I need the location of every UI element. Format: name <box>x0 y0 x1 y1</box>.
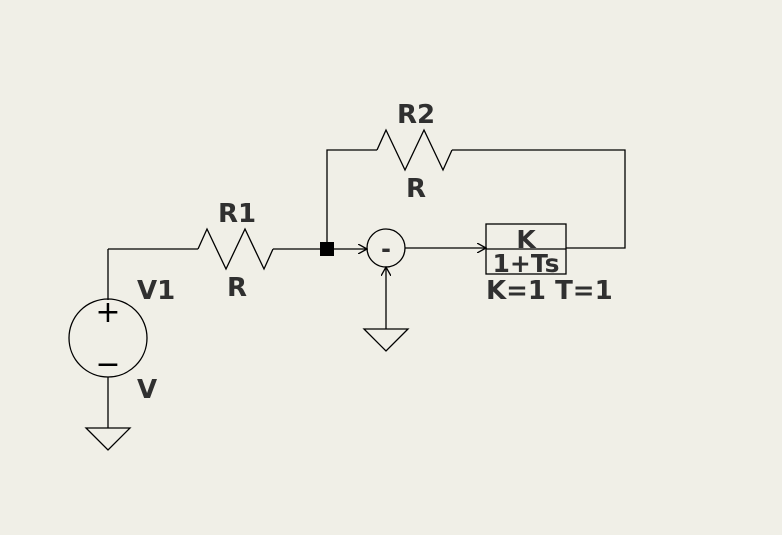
summer-minus-symbol: - <box>381 235 391 263</box>
v1-minus-symbol: − <box>95 347 120 382</box>
label-r1-value: R <box>227 273 247 303</box>
ground-symbol-v1 <box>84 427 132 451</box>
transfer-function-block[interactable]: K 1+Ts <box>485 223 567 278</box>
resistor-r1[interactable] <box>197 227 274 271</box>
v1-plus-symbol: + <box>95 295 120 330</box>
transfer-denominator: 1+Ts <box>493 249 560 278</box>
transfer-numerator: K <box>516 225 537 254</box>
label-r1-name: R1 <box>218 199 256 229</box>
label-r2-value: R <box>406 174 426 204</box>
wire-feedback-right <box>452 149 626 249</box>
resistor-r2[interactable] <box>376 128 453 172</box>
label-v1-name: V1 <box>137 276 175 306</box>
label-block-params: K=1 T=1 <box>486 276 613 306</box>
ground-symbol-summer <box>362 328 410 352</box>
voltage-source-v1[interactable]: + − <box>68 249 148 428</box>
label-r2-name: R2 <box>397 100 435 130</box>
summing-junction[interactable]: - <box>366 228 406 268</box>
wire-feedback-left <box>326 149 377 249</box>
label-v1-value: V <box>137 375 157 405</box>
